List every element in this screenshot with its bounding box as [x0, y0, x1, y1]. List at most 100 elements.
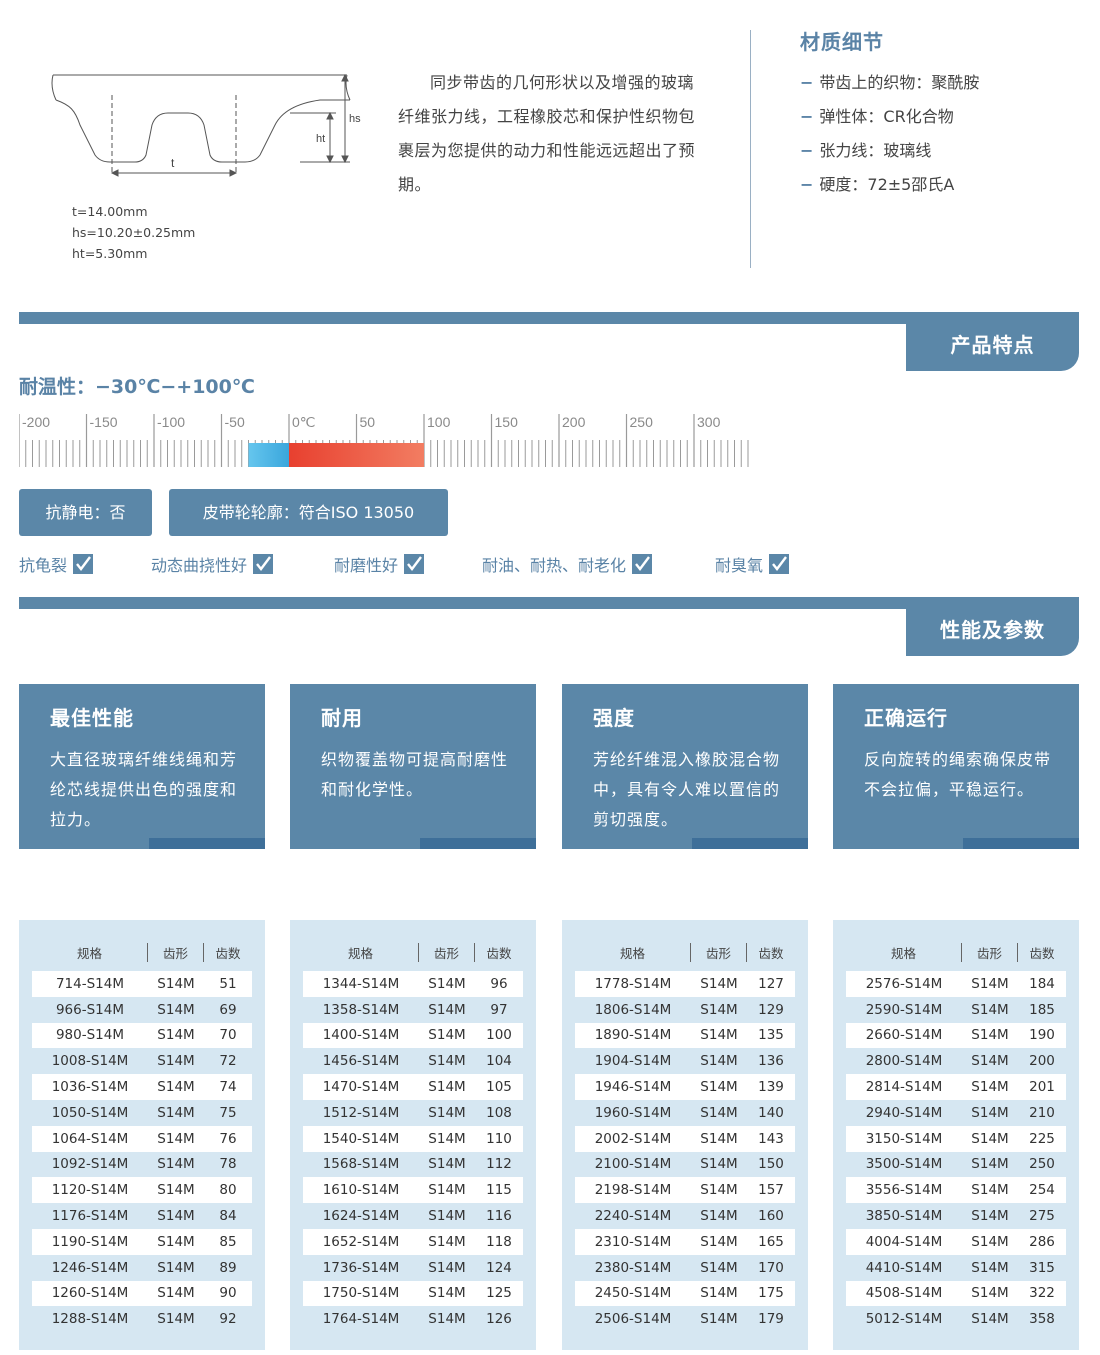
table-cell: S14M [428, 1079, 466, 1096]
table-cell: 1904-S14M [594, 1053, 672, 1070]
table-header-cell: 齿数 [758, 946, 784, 961]
performance-card: 耐用 织物覆盖物可提高耐磨性和耐化学性。 [290, 684, 536, 849]
temperature-hot-bar [289, 443, 424, 467]
table-cell: 315 [1029, 1259, 1055, 1276]
table-cell: S14M [157, 975, 195, 992]
table-cell: S14M [700, 1130, 738, 1147]
table-cell: 225 [1029, 1130, 1055, 1147]
table-cell: 70 [219, 1027, 237, 1044]
card-accent [149, 838, 265, 849]
table-cell: 3850-S14M [865, 1208, 943, 1225]
scale-label: 0℃ [292, 414, 316, 430]
table-cell: 2576-S14M [865, 975, 943, 992]
table-cell: S14M [971, 1130, 1009, 1147]
table-cell: 1344-S14M [322, 975, 400, 992]
table-cell: S14M [428, 1208, 466, 1225]
scale-label: -150 [90, 414, 118, 430]
table-cell: 1652-S14M [322, 1233, 400, 1250]
table-cell: 1764-S14M [322, 1311, 400, 1328]
table-cell: 157 [758, 1182, 784, 1199]
table-cell: 72 [219, 1053, 237, 1070]
table-cell: 1400-S14M [322, 1027, 400, 1044]
checkmark-icon [404, 554, 425, 574]
table-cell: 75 [219, 1104, 237, 1121]
intro-paragraph: 同步带齿的几何形状以及增强的玻璃纤维张力线，工程橡胶芯和保护性织物包裹层为您提供… [398, 73, 696, 194]
table-cell: S14M [971, 1053, 1009, 1070]
table-cell: 2100-S14M [594, 1156, 672, 1173]
feature-check: 耐臭氧 [715, 552, 790, 576]
table-cell: 1610-S14M [322, 1182, 400, 1199]
table-cell: 135 [758, 1027, 784, 1044]
table-cell: 254 [1029, 1182, 1055, 1199]
vertical-divider [750, 30, 751, 268]
table-cell: 2940-S14M [865, 1104, 943, 1121]
table-cell: 127 [758, 975, 784, 992]
scale-label: -50 [225, 414, 245, 430]
table-header-cell: 规格 [32, 943, 148, 962]
table-cell: 210 [1029, 1104, 1055, 1121]
table-header-cell: 规格 [575, 943, 691, 962]
table-cell: 4410-S14M [865, 1259, 943, 1276]
table-cell: S14M [971, 1027, 1009, 1044]
table-cell: 250 [1029, 1156, 1055, 1173]
table-cell: 2660-S14M [865, 1027, 943, 1044]
table-cell: S14M [157, 1130, 195, 1147]
table-cell: 140 [758, 1104, 784, 1121]
material-title: 材质细节 [800, 30, 884, 54]
table-cell: S14M [700, 1182, 738, 1199]
feature-label: 耐油、耐热、耐老化 [482, 556, 627, 575]
table-cell: 1064-S14M [51, 1130, 129, 1147]
table-header-cell: 规格 [846, 943, 962, 962]
table-cell: S14M [971, 1079, 1009, 1096]
table-cell: 2198-S14M [594, 1182, 672, 1199]
table-cell: S14M [428, 1053, 466, 1070]
table-cell: 1778-S14M [594, 975, 672, 992]
table-cell: S14M [700, 975, 738, 992]
table-cell: 2240-S14M [594, 1208, 672, 1225]
table-header: 规格齿形齿数 [846, 940, 1066, 965]
checkmark-icon [253, 554, 274, 574]
scale-label: 250 [630, 414, 654, 430]
card-title: 最佳性能 [50, 706, 134, 730]
table-cell: 179 [758, 1311, 784, 1328]
card-accent [963, 838, 1079, 849]
table-cell: 1960-S14M [594, 1104, 672, 1121]
table-cell: 51 [219, 975, 237, 992]
table-cell: 1736-S14M [322, 1259, 400, 1276]
table-cell: S14M [157, 1311, 195, 1328]
feature-check: 耐磨性好 [334, 552, 425, 576]
table-cell: 1190-S14M [51, 1233, 129, 1250]
table-cell: S14M [971, 1208, 1009, 1225]
feature-check: 动态曲挠性好 [151, 552, 274, 576]
table-cell: 201 [1029, 1079, 1055, 1096]
table-cell: S14M [700, 1259, 738, 1276]
table-header-cell: 齿形 [691, 943, 747, 962]
spec-height-hs: hs=10.20±0.25mm [72, 225, 196, 240]
table-cell: 200 [1029, 1053, 1055, 1070]
table-cell: S14M [700, 1053, 738, 1070]
table-cell: 104 [486, 1053, 512, 1070]
scale-label: -100 [157, 414, 185, 430]
diagram-label-t: t [171, 156, 175, 170]
table-cell: 1624-S14M [322, 1208, 400, 1225]
